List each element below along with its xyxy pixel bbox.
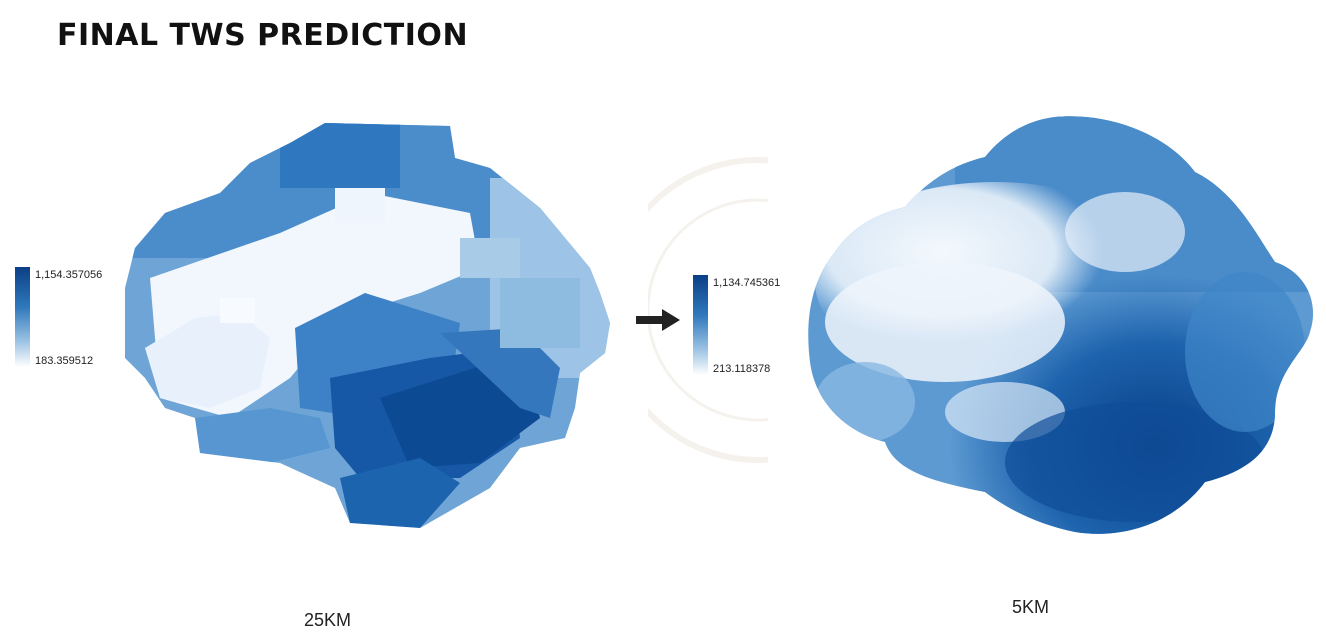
- page-title: FINAL TWS PREDICTION: [57, 18, 469, 53]
- resolution-label-5km: 5KM: [1012, 597, 1050, 617]
- tws-map-5km: [808, 116, 1314, 534]
- tws-5km-raster: [808, 116, 1314, 534]
- legend-color-bar: [15, 267, 30, 367]
- tws-25km-raster: [125, 123, 610, 528]
- resolution-label-25km: 25KM: [304, 610, 352, 630]
- legend-max-value: 1,134.745361: [713, 277, 781, 289]
- legend-min-value: 213.118378: [713, 363, 771, 375]
- watermark-seal: [648, 157, 768, 463]
- right-arrow-icon: [636, 309, 680, 331]
- legend-max-value: 1,154.357056: [35, 269, 103, 281]
- legend-color-bar: [693, 275, 708, 375]
- tws-map-25km: [125, 123, 610, 528]
- legend-min-value: 183.359512: [35, 355, 94, 367]
